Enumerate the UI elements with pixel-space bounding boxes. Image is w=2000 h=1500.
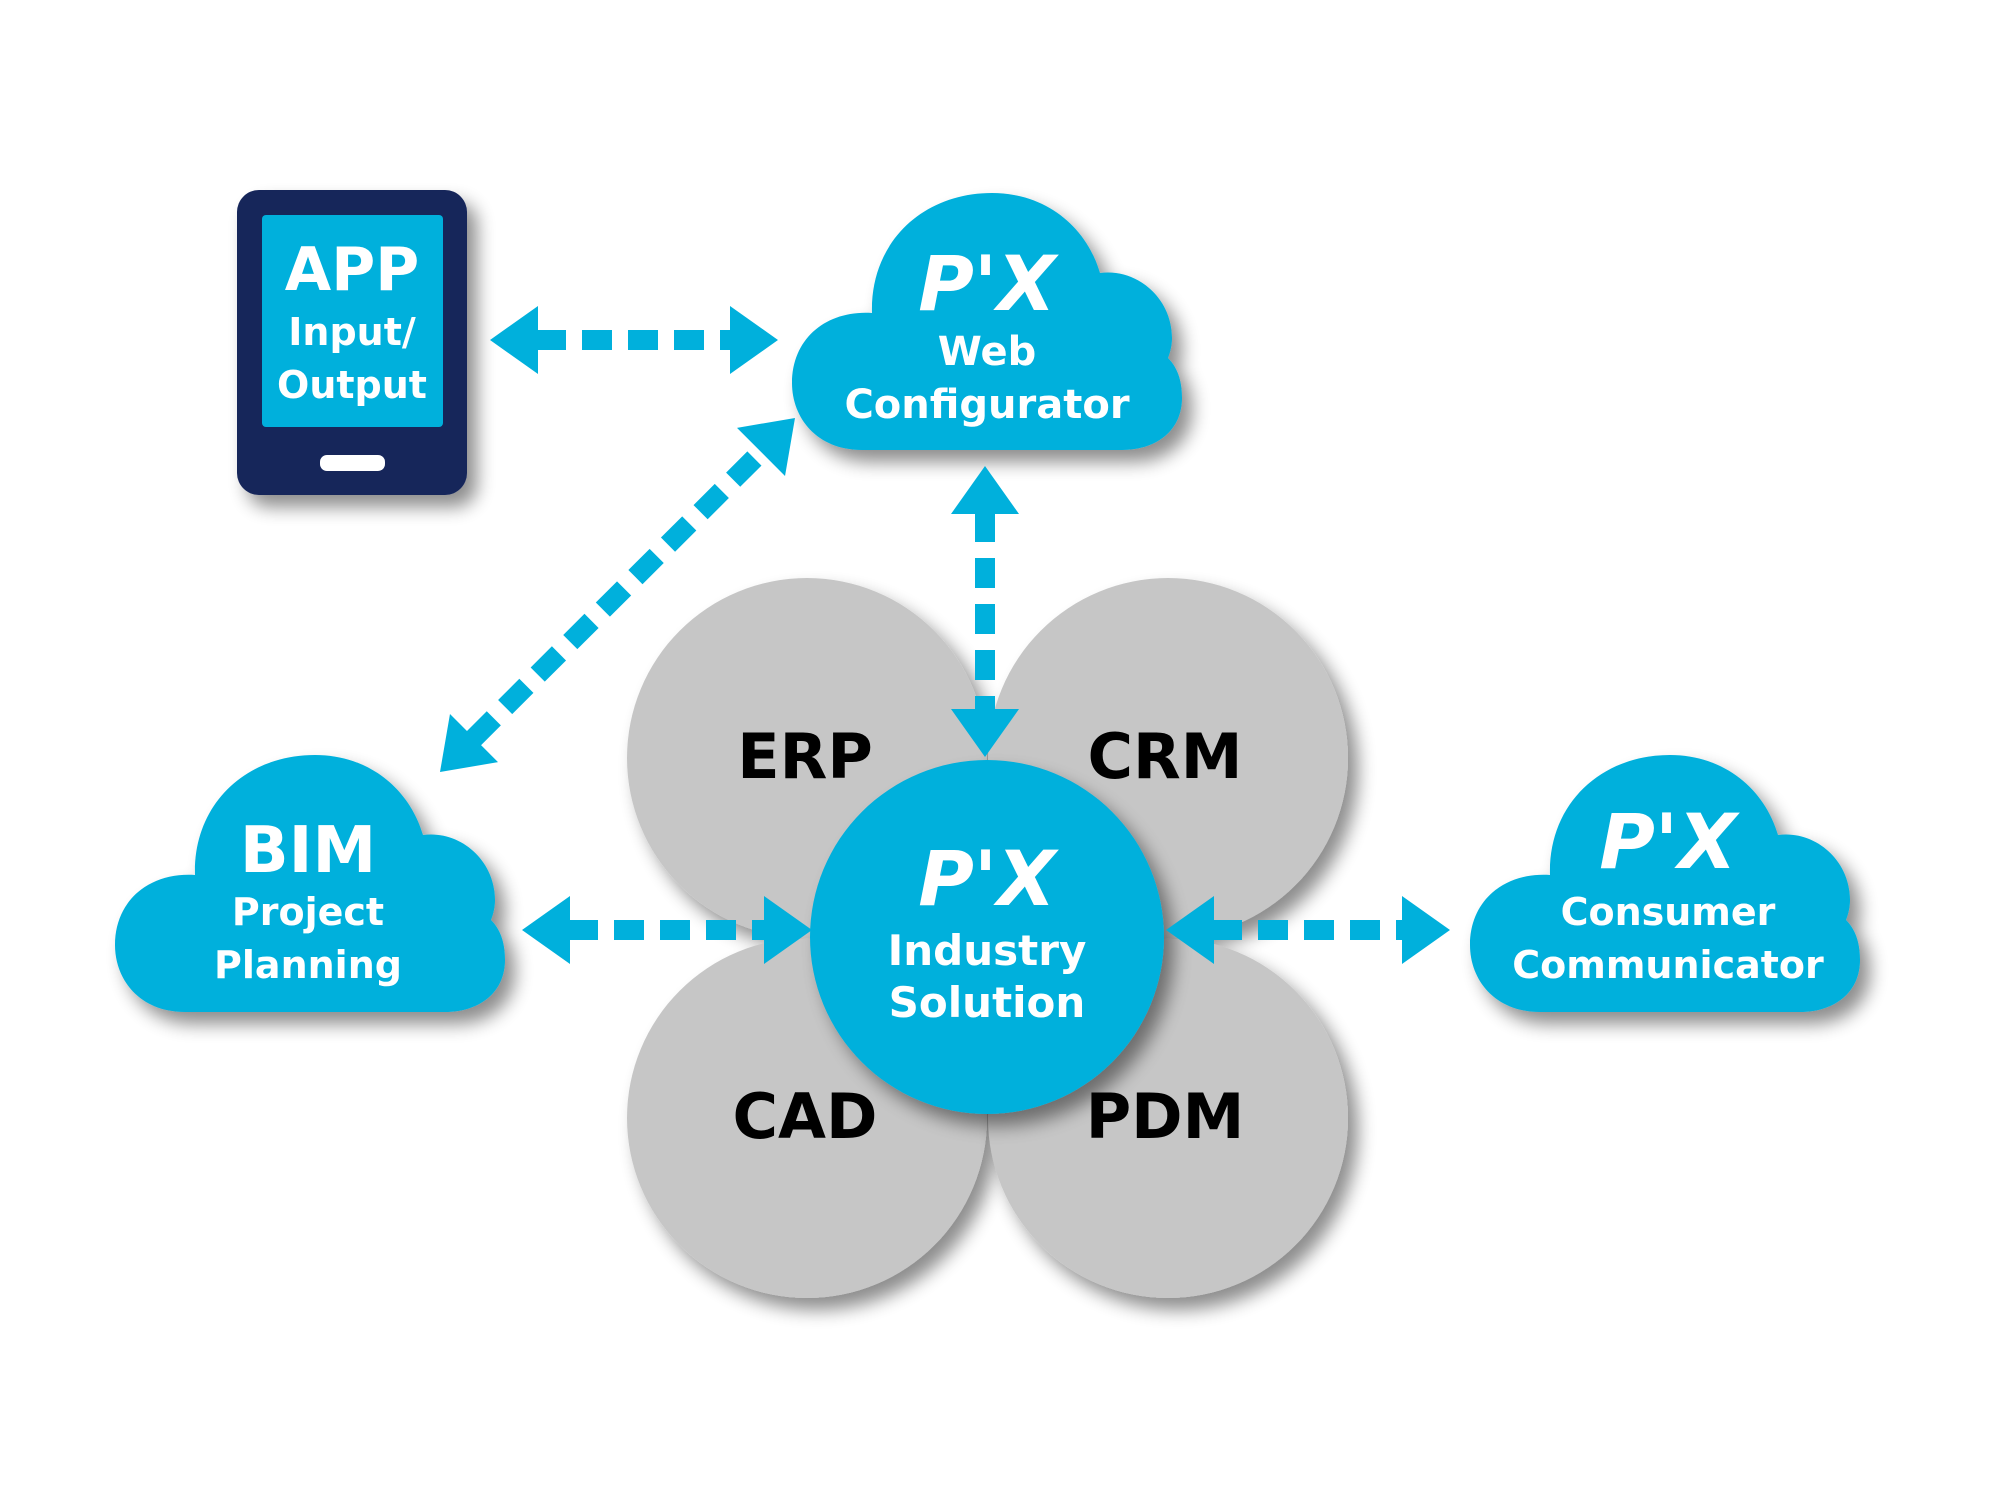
arrow-dash: [498, 678, 534, 715]
tablet-home-button: [320, 455, 385, 471]
arrow-bim-web: [440, 418, 795, 772]
cad-label: CAD: [733, 1080, 878, 1153]
consumer-communicator-line2: Communicator: [1512, 943, 1824, 987]
px-logo: P'X: [918, 834, 1059, 923]
bim-line2: Planning: [214, 943, 402, 987]
erp-label: ERP: [737, 720, 873, 793]
px-logo: P'X: [918, 239, 1059, 328]
tablet-screen: [262, 215, 443, 427]
arrowhead-icon: [951, 709, 1019, 757]
arrowhead-icon: [730, 306, 778, 374]
app-line2: Output: [277, 363, 427, 407]
bim-cloud: BIM Project Planning: [115, 755, 505, 1012]
arrow-bim-industry: [522, 896, 812, 964]
arrowhead-icon: [1402, 896, 1450, 964]
arrowhead-icon: [522, 896, 570, 964]
arrowhead-icon: [1166, 896, 1214, 964]
crm-label: CRM: [1088, 720, 1243, 793]
arrowhead-icon: [951, 466, 1019, 514]
industry-solution-line2: Solution: [889, 978, 1086, 1027]
web-configurator-line1: Web: [938, 329, 1036, 375]
arrow-dash: [563, 613, 599, 650]
industry-solution-circle: [810, 760, 1164, 1114]
pdm-label: PDM: [1086, 1080, 1245, 1153]
bim-title: BIM: [240, 814, 376, 888]
arrow-dash: [465, 711, 501, 747]
consumer-communicator-cloud: P'X Consumer Communicator: [1470, 755, 1860, 1012]
arrowhead-icon: [764, 896, 812, 964]
arrow-app-web: [490, 306, 778, 374]
arrow-industry-consumer: [1166, 896, 1450, 964]
app-line1: Input/: [288, 310, 416, 354]
app-title: APP: [285, 235, 419, 305]
arrow-dash: [693, 483, 729, 520]
industry-solution-line1: Industry: [888, 926, 1087, 975]
connection-arrows: [440, 306, 1450, 964]
arrowhead-icon: [490, 306, 538, 374]
arrowhead-icon: [440, 714, 498, 772]
arrow-dash: [530, 646, 567, 682]
arrow-dash: [595, 581, 632, 617]
bim-line1: Project: [232, 890, 384, 934]
arrow-dash: [726, 451, 762, 487]
arrowhead-icon: [737, 418, 795, 476]
web-configurator-cloud: P'X Web Configurator: [792, 193, 1182, 450]
app-tablet: APP Input/ Output: [237, 190, 467, 495]
consumer-communicator-line1: Consumer: [1561, 890, 1776, 934]
px-logo: P'X: [1599, 797, 1740, 886]
industry-solution-node: P'X Industry Solution: [810, 760, 1164, 1114]
arrow-web-industry: [951, 466, 1019, 757]
arrow-dash: [660, 516, 697, 552]
web-configurator-line2: Configurator: [844, 382, 1129, 428]
arrow-dash: [628, 548, 664, 585]
